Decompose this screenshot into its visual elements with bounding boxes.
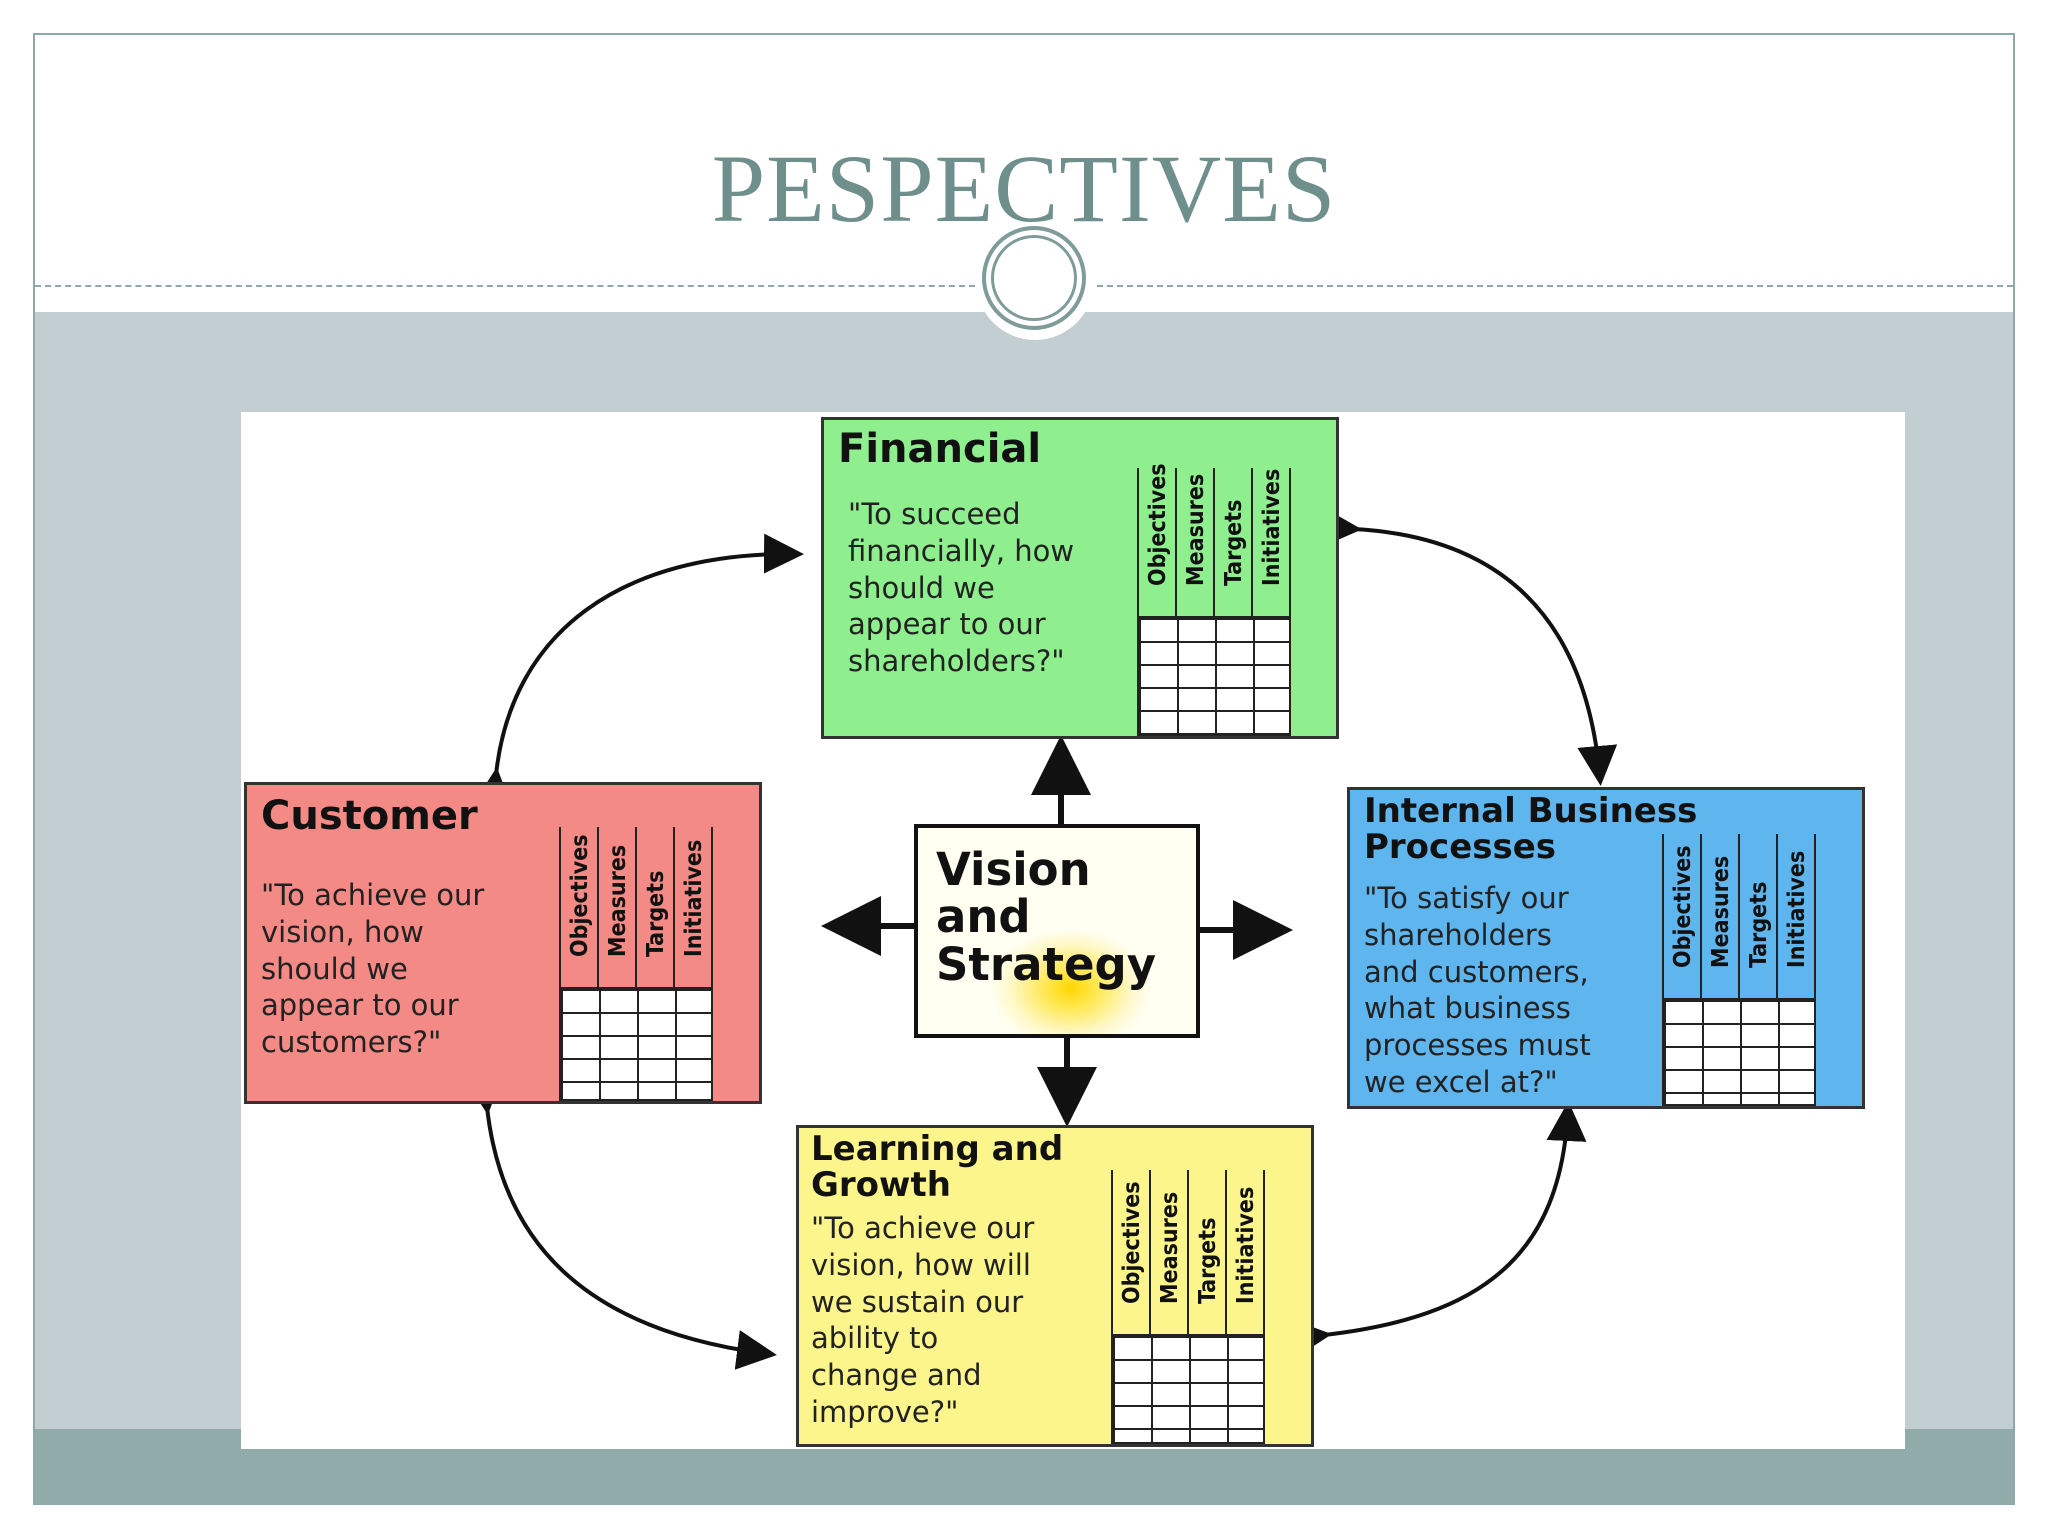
ornament-ring-icon — [982, 226, 1086, 330]
customer-col-initiatives: Initiatives — [673, 827, 713, 987]
vision-strategy-box: Vision and Strategy — [914, 824, 1200, 1038]
customer-title: Customer — [261, 793, 478, 839]
divider-line-left — [35, 285, 975, 287]
learning-grid — [1111, 1334, 1265, 1444]
learning-col-initiatives: Initiatives — [1225, 1170, 1265, 1334]
diagram-connectors — [463, 507, 1618, 1370]
financial-col-measures: Measures — [1175, 468, 1213, 616]
financial-question: "To succeed financially, how should we a… — [848, 497, 1075, 679]
arrow-customer-financial — [472, 533, 804, 809]
slide: PESPECTIVES Financial "To — [33, 33, 2015, 1505]
financial-col-targets: Targets — [1213, 468, 1251, 616]
customer-col-objectives: Objectives — [559, 827, 597, 987]
internal-col-targets: Targets — [1738, 834, 1776, 998]
internal-col-measures: Measures — [1700, 834, 1738, 998]
internal-col-initiatives: Initiatives — [1776, 834, 1816, 998]
arrow-learning-internal — [1289, 1101, 1587, 1359]
internal-business-box: Internal Business Processes "To satisfy … — [1347, 787, 1865, 1109]
learning-growth-box: Learning and Growth "To achieve our visi… — [796, 1125, 1314, 1447]
financial-col-initiatives: Initiatives — [1251, 468, 1291, 616]
learning-growth-title: Learning and Growth — [811, 1129, 1064, 1205]
learning-col-targets: Targets — [1187, 1170, 1225, 1334]
financial-grid — [1137, 616, 1291, 736]
ornament-inner-ring-icon — [991, 235, 1077, 321]
financial-box: Financial "To succeed financially, how s… — [821, 417, 1339, 739]
learning-col-objectives: Objectives — [1111, 1170, 1149, 1334]
vision-strategy-label: Vision and Strategy — [936, 843, 1157, 991]
internal-business-title: Internal Business Processes — [1364, 791, 1698, 867]
internal-col-objectives: Objectives — [1662, 834, 1700, 998]
arrow-customer-learning — [463, 1072, 777, 1370]
customer-col-targets: Targets — [635, 827, 673, 987]
customer-question: "To achieve our vision, how should we ap… — [261, 878, 485, 1060]
learning-growth-question: "To achieve our vision, how will we sust… — [811, 1211, 1035, 1430]
financial-col-objectives: Objectives — [1137, 463, 1175, 616]
financial-title: Financial — [838, 426, 1042, 472]
internal-grid — [1662, 998, 1816, 1106]
arrow-financial-internal — [1320, 507, 1618, 786]
balanced-scorecard-diagram: Financial "To succeed financially, how s… — [241, 412, 1905, 1449]
learning-col-measures: Measures — [1149, 1170, 1187, 1334]
divider-line-right — [1097, 285, 2013, 287]
customer-box: Customer "To achieve our vision, how sho… — [244, 782, 762, 1104]
customer-col-measures: Measures — [597, 827, 635, 987]
customer-grid — [559, 987, 713, 1101]
internal-business-question: "To satisfy our shareholders and custome… — [1364, 881, 1591, 1100]
